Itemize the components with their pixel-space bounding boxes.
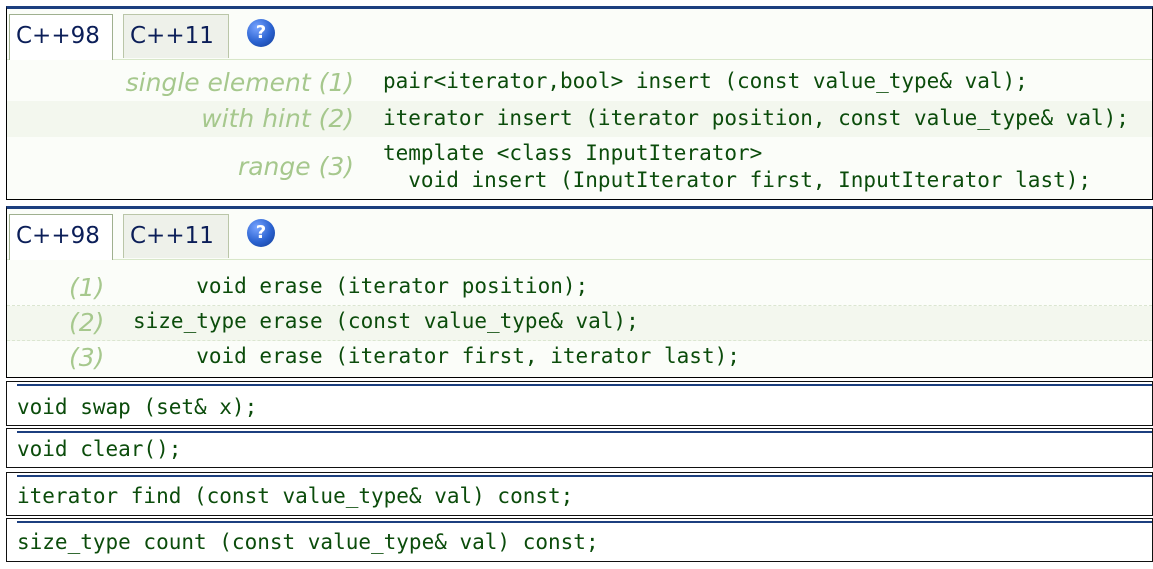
overload-label: (1) — [69, 273, 105, 302]
insert-row-1: single element (1) pair<iterator,bool> i… — [7, 64, 1152, 99]
signature-code: void swap (set& x); — [17, 395, 258, 419]
erase-tabbar: C++98 C++11 ? — [7, 209, 1152, 260]
overload-label: range (3) — [237, 152, 354, 181]
clear-signature-box: void clear(); — [6, 428, 1153, 468]
erase-row-3: (3) void erase (iterator first, iterator… — [7, 341, 1152, 375]
signature-code: size_type count (const value_type& val) … — [17, 530, 599, 554]
signature-code: void erase (iterator first, iterator las… — [133, 344, 740, 368]
insert-signatures-box: C++98 C++11 ? single element (1) pair<it… — [6, 6, 1153, 200]
tab-cpp98[interactable]: C++98 — [9, 14, 113, 60]
overload-label: (3) — [69, 343, 105, 372]
swap-signature-box: void swap (set& x); — [6, 381, 1153, 426]
help-icon[interactable]: ? — [247, 19, 275, 47]
erase-row-2: (2) size_type erase (const value_type& v… — [7, 306, 1152, 341]
help-icon[interactable]: ? — [247, 219, 275, 247]
signature-code: iterator find (const value_type& val) co… — [17, 484, 574, 508]
signature-code: void erase (iterator position); — [133, 274, 589, 298]
divider — [17, 475, 1152, 477]
erase-row-1: (1) void erase (iterator position); — [7, 271, 1152, 306]
erase-signatures-box: C++98 C++11 ? (1) void erase (iterator p… — [6, 206, 1153, 378]
overload-label: (2) — [69, 308, 105, 337]
overload-label: with hint (2) — [201, 104, 354, 133]
signature-code: void clear(); — [17, 437, 182, 461]
tab-cpp98[interactable]: C++98 — [9, 214, 113, 260]
divider — [17, 431, 1152, 433]
divider — [17, 521, 1152, 523]
tab-cpp11[interactable]: C++11 — [123, 214, 229, 258]
divider — [17, 384, 1152, 386]
overload-label: single element (1) — [125, 68, 354, 97]
insert-tabbar: C++98 C++11 ? — [7, 9, 1152, 60]
insert-row-2: with hint (2) iterator insert (iterator … — [7, 101, 1152, 137]
signature-code: pair<iterator,bool> insert (const value_… — [383, 69, 1028, 93]
find-signature-box: iterator find (const value_type& val) co… — [6, 472, 1153, 516]
tab-cpp11[interactable]: C++11 — [123, 14, 229, 58]
insert-row-3: range (3) template <class InputIterator>… — [7, 139, 1152, 199]
signature-code-line-2: void insert (InputIterator first, InputI… — [383, 168, 1092, 192]
signature-code: size_type erase (const value_type& val); — [133, 309, 639, 333]
count-signature-box: size_type count (const value_type& val) … — [6, 518, 1153, 562]
signature-code: iterator insert (iterator position, cons… — [383, 106, 1129, 130]
signature-code-line-1: template <class InputIterator> — [383, 141, 763, 165]
